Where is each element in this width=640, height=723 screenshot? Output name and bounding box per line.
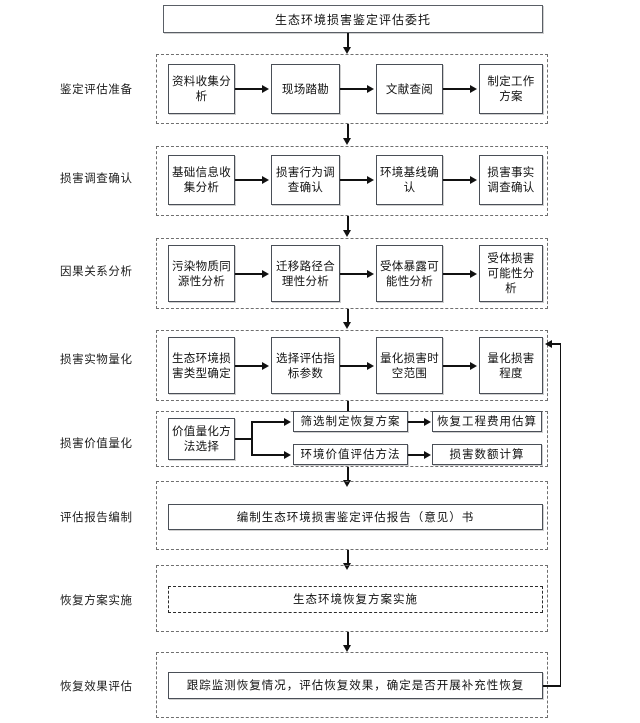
arrowhead-title-to-stage1 (343, 47, 351, 54)
node-8-1[interactable]: 跟踪监测恢复情况，评估恢复效果，确定是否开展补充性恢复 (168, 672, 543, 699)
connector-1-1-to-1-2 (235, 88, 263, 90)
node-1-1[interactable]: 资料收集分析 (168, 64, 235, 114)
stage-group-2 (156, 146, 548, 216)
arrowhead-4-1-to-4-2 (262, 361, 269, 370)
node-4-3[interactable]: 量化损害时空范围 (376, 337, 443, 394)
connector-title-to-stage1 (347, 33, 349, 50)
node-3-4[interactable]: 受体损害可能性分析 (479, 245, 543, 302)
node-6-1[interactable]: 编制生态环境损害鉴定评估报告（意见）书 (168, 504, 543, 530)
connector-5-1-to-5-4 (251, 454, 285, 456)
node-4-4[interactable]: 量化损害程度 (479, 337, 543, 394)
arrowhead-5-4-to-5-5 (424, 450, 431, 459)
connector-2-1-to-2-2 (235, 179, 263, 181)
stage-label-3: 因果关系分析 (60, 264, 133, 278)
connector-1-2-to-1-3 (340, 88, 368, 90)
connector-4-1-to-4-2 (235, 365, 263, 367)
node-5-4[interactable]: 环境价值评估方法 (293, 444, 408, 465)
node-2-2[interactable]: 损害行为调查确认 (271, 155, 340, 205)
connector-5-1-split-riser (251, 421, 253, 455)
connector-stage1-to-stage2 (347, 124, 349, 142)
connector-5-2-to-5-3 (408, 421, 425, 423)
connector-3-3-to-3-4 (443, 273, 471, 275)
stage-group-1 (156, 54, 548, 124)
connector-3-2-to-3-3 (340, 273, 368, 275)
stage-label-8: 恢复效果评估 (60, 679, 133, 693)
connector-stage4-to-stage5 (347, 401, 349, 418)
node-2-4[interactable]: 损害事实调查确认 (479, 155, 543, 205)
arrowhead-feedback-to-node-4-4 (545, 339, 552, 348)
node-3-3[interactable]: 受体暴露可能性分析 (376, 245, 443, 302)
connector-stage6-to-stage7 (347, 550, 349, 567)
node-1-3[interactable]: 文献查阅 (376, 64, 443, 114)
arrowhead-stage3-to-stage4 (343, 322, 351, 329)
arrowhead-1-3-to-1-4 (470, 84, 477, 93)
node-2-3[interactable]: 环境基线确认 (376, 155, 443, 205)
connector-5-4-to-5-5 (408, 454, 425, 456)
stage-group-3 (156, 238, 548, 309)
stage-label-5: 损害价值量化 (60, 436, 133, 450)
stage-group-7 (156, 565, 548, 632)
feedback-connector-bottom (543, 685, 561, 687)
arrowhead-5-2-to-5-3 (424, 417, 431, 426)
arrowhead-2-3-to-2-4 (470, 175, 477, 184)
connector-5-1-split-stem (235, 438, 252, 440)
arrowhead-4-2-to-4-3 (367, 361, 374, 370)
node-2-1[interactable]: 基础信息收集分析 (168, 155, 235, 205)
node-4-2[interactable]: 选择评估指标参数 (271, 337, 340, 394)
node-5-1[interactable]: 价值量化方法选择 (168, 418, 235, 460)
stage-label-4: 损害实物量化 (60, 352, 133, 366)
node-5-5[interactable]: 损害数额计算 (432, 444, 542, 465)
feedback-connector-riser (559, 343, 562, 686)
stage-label-1: 鉴定评估准备 (60, 82, 133, 96)
connector-stage7-to-stage8 (347, 632, 349, 649)
node-1-2[interactable]: 现场踏勘 (271, 64, 340, 114)
flowchart-title-box: 生态环境损害鉴定评估委托 (163, 5, 543, 33)
arrowhead-2-2-to-2-3 (367, 175, 374, 184)
arrowhead-stage5-to-stage6 (343, 480, 351, 487)
connector-5-1-to-5-2 (251, 421, 285, 423)
arrowhead-3-3-to-3-4 (470, 269, 477, 278)
connector-stage2-to-stage3 (347, 216, 349, 234)
connector-2-2-to-2-3 (340, 179, 368, 181)
feedback-connector-top (552, 343, 561, 345)
node-7-1[interactable]: 生态环境恢复方案实施 (168, 586, 543, 613)
arrowhead-stage6-to-stage7 (343, 563, 351, 570)
flowchart-title-text: 生态环境损害鉴定评估委托 (274, 12, 431, 27)
stage-group-4 (156, 330, 548, 401)
arrowhead-stage1-to-stage2 (343, 138, 351, 145)
arrowhead-1-1-to-1-2 (262, 84, 269, 93)
arrowhead-1-2-to-1-3 (367, 84, 374, 93)
connector-1-3-to-1-4 (443, 88, 471, 90)
arrowhead-3-1-to-3-2 (262, 269, 269, 278)
arrowhead-5-1-to-5-2 (284, 417, 291, 426)
connector-4-3-to-4-4 (443, 365, 471, 367)
stage-label-7: 恢复方案实施 (60, 593, 133, 607)
arrowhead-5-1-to-5-4 (284, 450, 291, 459)
node-3-1[interactable]: 污染物质同源性分析 (168, 245, 235, 302)
arrowhead-3-2-to-3-3 (367, 269, 374, 278)
stage-label-2: 损害调查确认 (60, 171, 133, 185)
connector-2-3-to-2-4 (443, 179, 471, 181)
node-5-3[interactable]: 恢复工程费用估算 (432, 411, 542, 432)
arrowhead-stage7-to-stage8 (343, 645, 351, 652)
arrowhead-2-1-to-2-2 (262, 175, 269, 184)
arrowhead-4-3-to-4-4 (470, 361, 477, 370)
connector-4-2-to-4-3 (340, 365, 368, 367)
node-1-4[interactable]: 制定工作方案 (479, 64, 543, 114)
connector-stage5-to-stage6 (347, 467, 349, 484)
stage-label-6: 评估报告编制 (60, 510, 133, 524)
connector-stage3-to-stage4 (347, 309, 349, 326)
node-4-1[interactable]: 生态环境损害类型确定 (168, 337, 235, 394)
node-5-2[interactable]: 筛选制定恢复方案 (293, 411, 408, 432)
connector-3-1-to-3-2 (235, 273, 263, 275)
stage-group-6 (156, 481, 548, 550)
node-3-2[interactable]: 迁移路径合理性分析 (271, 245, 340, 302)
arrowhead-stage2-to-stage3 (343, 230, 351, 237)
